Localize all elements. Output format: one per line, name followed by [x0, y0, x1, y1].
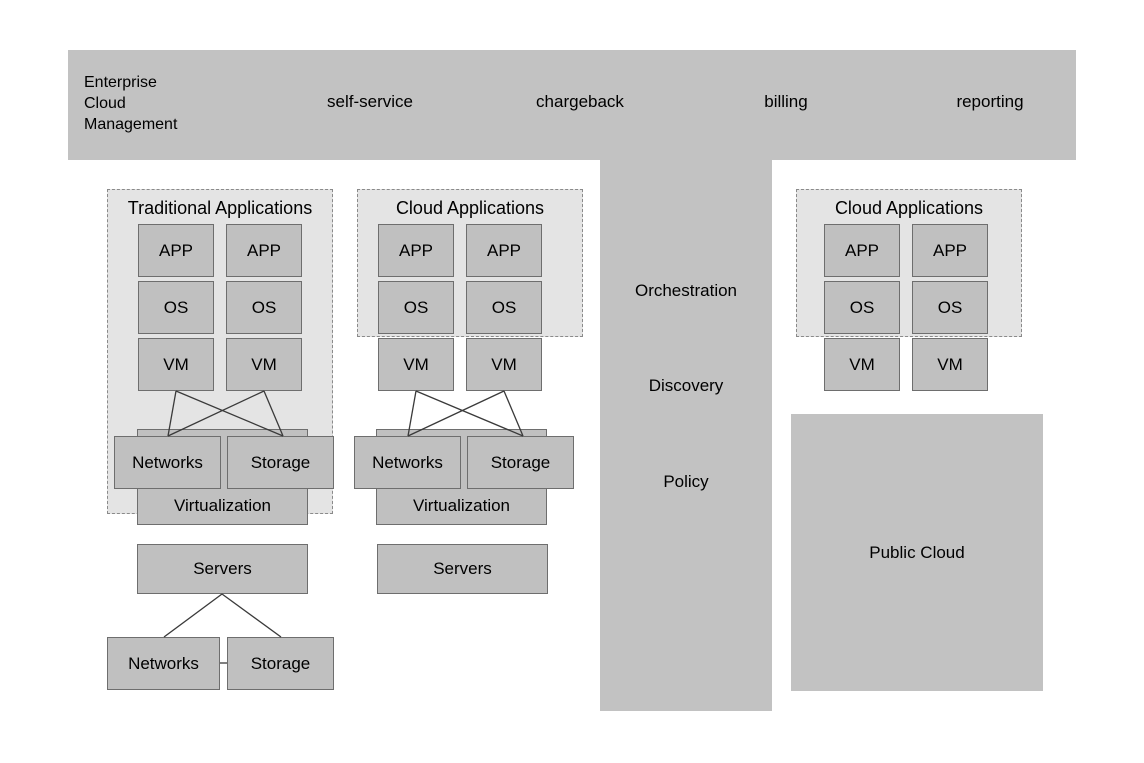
- cloud-public-vm-box-2[interactable]: VM: [912, 338, 988, 391]
- orchestration-spine-panel: [600, 160, 772, 711]
- spine-item-orchestration[interactable]: Orchestration: [634, 281, 738, 301]
- traditional-os-box-1[interactable]: OS: [138, 281, 214, 334]
- cloud-private-os-box-2[interactable]: OS: [466, 281, 542, 334]
- traditional-app-box-1[interactable]: APP: [138, 224, 214, 277]
- traditional-app-box-2[interactable]: APP: [226, 224, 302, 277]
- cloud-private-applications-title: Cloud Applications: [395, 198, 545, 218]
- cloud-public-os-box-2[interactable]: OS: [912, 281, 988, 334]
- traditional-vm-box-1[interactable]: VM: [138, 338, 214, 391]
- traditional-applications-title: Traditional Applications: [127, 198, 313, 218]
- cloud-private-servers-box[interactable]: Servers: [377, 544, 548, 594]
- traditional-physical-storage-box[interactable]: Storage: [227, 637, 334, 690]
- header-service-billing[interactable]: billing: [764, 92, 808, 112]
- line-trad-servers-networks: [163, 593, 223, 638]
- traditional-os-box-2[interactable]: OS: [226, 281, 302, 334]
- cloud-private-vm-box-1[interactable]: VM: [378, 338, 454, 391]
- cloud-private-storage-box[interactable]: Storage: [467, 436, 574, 489]
- header-title: Enterprise Cloud Management: [84, 74, 178, 134]
- traditional-storage-box[interactable]: Storage: [227, 436, 334, 489]
- cloud-private-os-box-1[interactable]: OS: [378, 281, 454, 334]
- cloud-public-app-box-2[interactable]: APP: [912, 224, 988, 277]
- header-service-reporting[interactable]: reporting: [956, 92, 1024, 112]
- cloud-public-app-box-1[interactable]: APP: [824, 224, 900, 277]
- header-service-self-service[interactable]: self-service: [327, 92, 413, 112]
- spine-item-policy[interactable]: Policy: [663, 472, 709, 492]
- cloud-private-vm-box-2[interactable]: VM: [466, 338, 542, 391]
- spine-item-discovery[interactable]: Discovery: [648, 376, 724, 396]
- enterprise-cloud-management-bar: [68, 50, 1076, 160]
- cloud-public-vm-box-1[interactable]: VM: [824, 338, 900, 391]
- traditional-physical-networks-box[interactable]: Networks: [107, 637, 220, 690]
- line-trad-servers-storage: [221, 593, 282, 638]
- cloud-public-applications-title: Cloud Applications: [834, 198, 984, 218]
- cloud-public-os-box-1[interactable]: OS: [824, 281, 900, 334]
- cloud-private-app-box-2[interactable]: APP: [466, 224, 542, 277]
- public-cloud-panel[interactable]: Public Cloud: [791, 414, 1043, 691]
- cloud-private-networks-box[interactable]: Networks: [354, 436, 461, 489]
- cloud-private-app-box-1[interactable]: APP: [378, 224, 454, 277]
- traditional-vm-box-2[interactable]: VM: [226, 338, 302, 391]
- traditional-networks-box[interactable]: Networks: [114, 436, 221, 489]
- header-service-chargeback[interactable]: chargeback: [536, 92, 624, 112]
- traditional-servers-box[interactable]: Servers: [137, 544, 308, 594]
